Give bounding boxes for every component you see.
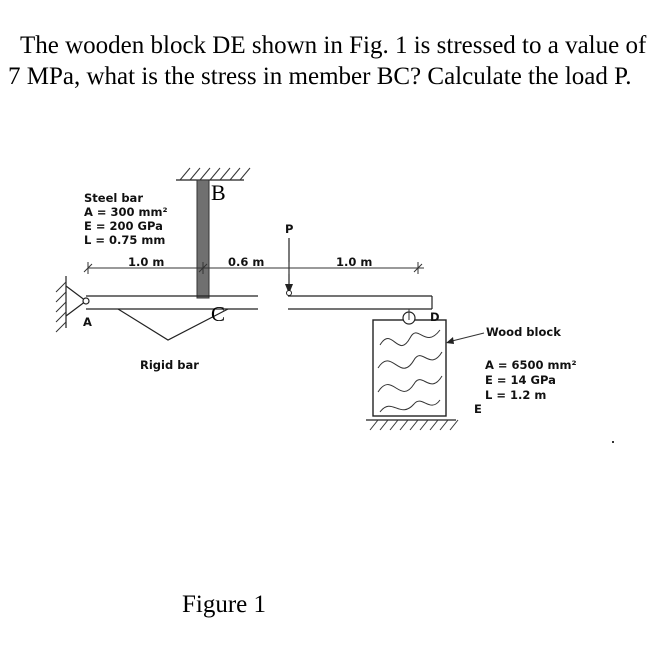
question-text: The wooden block DE shown in Fig. 1 is s… [8,32,647,91]
steel-bar-modulus: E = 200 GPa [84,219,163,233]
wood-block-title: Wood block [486,325,561,339]
steel-bar-length: L = 0.75 mm [84,233,165,247]
wood-block-modulus: E = 14 GPa [485,373,556,387]
steel-bar-area: A = 300 mm² [84,205,168,219]
wood-block [366,309,459,431]
ceiling-support [176,167,251,181]
rigid-bar-label: Rigid bar [140,358,199,372]
wood-block-length: L = 1.2 m [485,388,546,402]
dim-3: 1.0 m [336,255,372,269]
label-d: D [430,310,440,324]
dim-1: 1.0 m [128,255,164,269]
wood-block-leader [446,332,485,344]
wood-block-area: A = 6500 mm² [485,358,577,372]
caption: Figure 1 [182,591,266,618]
label-b: B [211,180,226,205]
pin-support-a [55,276,90,333]
label-c: C [211,302,225,326]
label-p: P [285,222,293,236]
label-e: E [474,402,482,416]
dim-2: 0.6 m [228,255,264,269]
dimension-line [83,262,424,274]
rigid-bar [86,295,433,341]
label-a: A [83,315,92,329]
steel-bar [196,179,210,299]
steel-bar-title: Steel bar [84,191,143,205]
